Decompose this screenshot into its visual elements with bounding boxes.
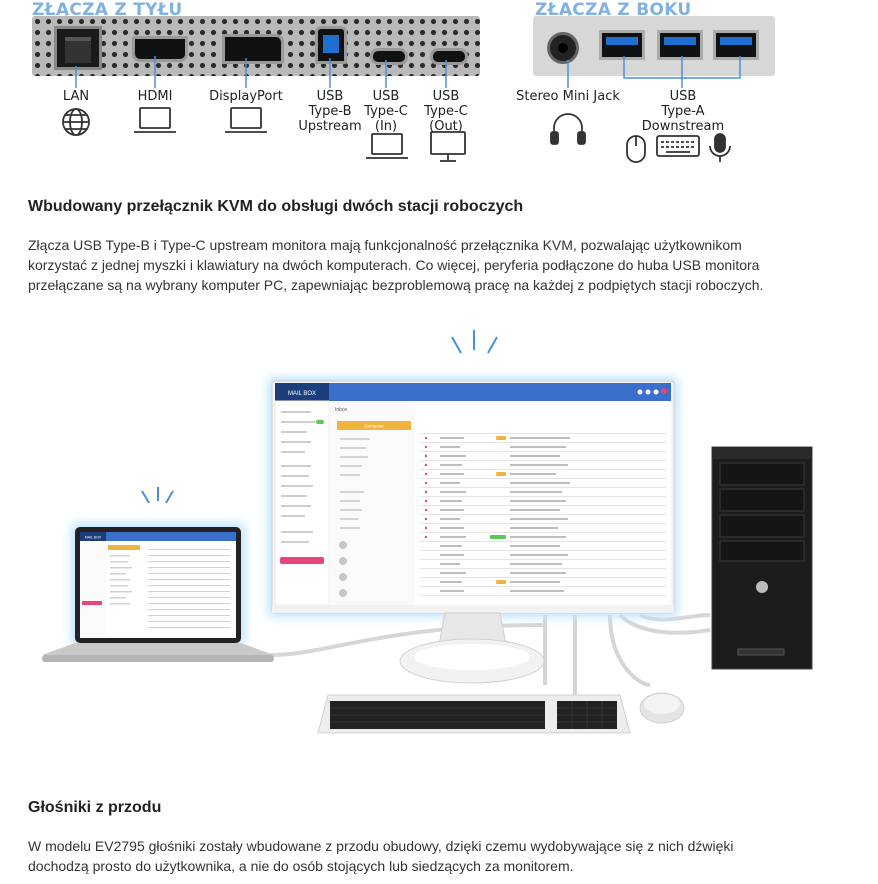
label-displayport: DisplayPort <box>209 89 283 104</box>
laptop: MAIL BOX <box>42 523 274 662</box>
microphone-icon <box>709 133 731 162</box>
label-lan: LAN <box>62 89 90 104</box>
side-ports-title: ZŁĄCZA Z BOKU <box>535 0 692 20</box>
mouse-icon <box>626 135 646 163</box>
label-stereo-mini-jack: Stereo Mini Jack <box>516 89 620 104</box>
laptop-app-brand: MAIL BOX <box>85 536 102 540</box>
port-usage-icons <box>62 107 731 163</box>
back-panel-photo <box>32 16 480 76</box>
kvm-heading: Wbudowany przełącznik KVM do obsługi dwó… <box>28 198 524 215</box>
laptop-icon <box>225 107 267 133</box>
keyboard-icon <box>656 135 700 157</box>
kvm-body-text: Złącza USB Type-B i Type-C upstream moni… <box>28 237 764 293</box>
back-ports-title: ZŁĄCZA Z TYŁU <box>32 0 183 20</box>
laptop-icon <box>134 107 176 133</box>
monitor-icon <box>430 131 466 162</box>
usb-b-port <box>315 26 347 64</box>
usb-a-port-3 <box>713 30 759 60</box>
monitor-highlight-marks <box>451 330 498 354</box>
globe-icon <box>62 108 90 136</box>
usb-c-in-port <box>370 48 408 65</box>
usb-c-out-port <box>430 48 468 65</box>
label-hdmi: HDMI <box>137 89 173 104</box>
mini-jack-port <box>547 32 579 64</box>
port-leader-lines <box>75 56 741 88</box>
pc-tower <box>711 446 813 670</box>
laptop-highlight-marks <box>141 487 174 504</box>
hdmi-port <box>132 36 188 62</box>
side-panel-photo <box>533 16 775 76</box>
laptop-icon <box>366 133 408 159</box>
lan-port <box>54 26 102 70</box>
usb-a-port-2 <box>657 30 703 60</box>
monitor-compose-button: Compose <box>364 424 384 429</box>
keyboard <box>317 694 631 734</box>
monitor: MAIL BOX Inbox Compose <box>268 377 678 684</box>
monitor-mail-rows <box>420 433 666 596</box>
mouse <box>639 692 685 724</box>
usb-a-port-1 <box>599 30 645 60</box>
kvm-setup-illustration: MAIL BOX Inbox Compose <box>42 330 813 734</box>
speakers-body-text: W modelu EV2795 głośniki zostały wbudowa… <box>28 838 734 874</box>
displayport-port <box>222 34 284 64</box>
monitor-inbox-title: Inbox <box>335 407 348 413</box>
monitor-app-brand: MAIL BOX <box>288 391 316 397</box>
headphones-icon <box>550 113 586 145</box>
speakers-heading: Głośniki z przodu <box>28 799 162 816</box>
